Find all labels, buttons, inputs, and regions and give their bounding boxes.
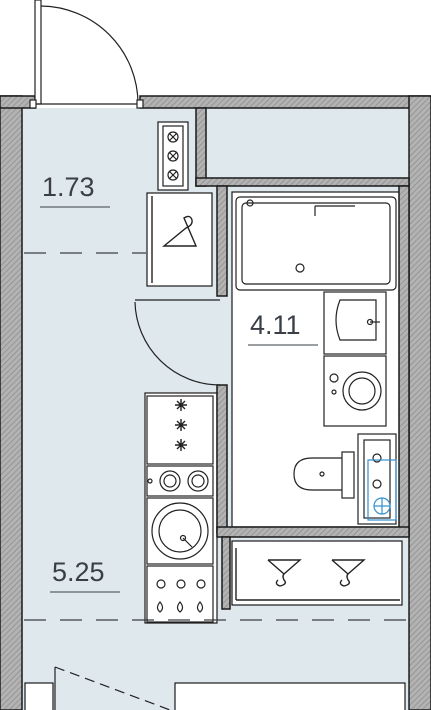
washing-machine-icon	[323, 355, 387, 427]
kitchen-sink-icon	[146, 497, 214, 565]
toilet-icon	[293, 451, 355, 499]
dishwasher-icon	[146, 565, 214, 623]
gas-valve-icon	[162, 125, 184, 187]
bathroom-floor	[231, 191, 403, 528]
sink-icon	[323, 291, 387, 355]
entry-door[interactable]	[29, 0, 144, 109]
hall-closet	[146, 192, 213, 287]
bottom-furniture	[174, 682, 406, 710]
svg-text:4.11: 4.11	[250, 310, 301, 340]
door-swing-icon[interactable]	[134, 299, 221, 386]
water-meter-icon	[357, 433, 397, 525]
hanger-icon	[151, 196, 198, 283]
hob-icon	[146, 465, 214, 497]
walls	[0, 95, 431, 710]
room-dividers	[24, 252, 408, 621]
svg-text:1.73: 1.73	[42, 172, 95, 202]
bottom-left-furniture	[24, 682, 54, 710]
wardrobe-hanger-icon	[235, 548, 400, 601]
area-label-hallway: 1.73	[40, 172, 110, 208]
area-label-bathroom: 4.11	[248, 310, 318, 346]
bottom-door-swing	[54, 666, 171, 710]
wardrobe-bottom	[231, 540, 403, 606]
area-label-kitchen: 5.25	[50, 557, 120, 593]
svg-text:5.25: 5.25	[52, 557, 105, 587]
bathtub-icon	[235, 196, 397, 291]
stove-icon	[146, 395, 214, 465]
